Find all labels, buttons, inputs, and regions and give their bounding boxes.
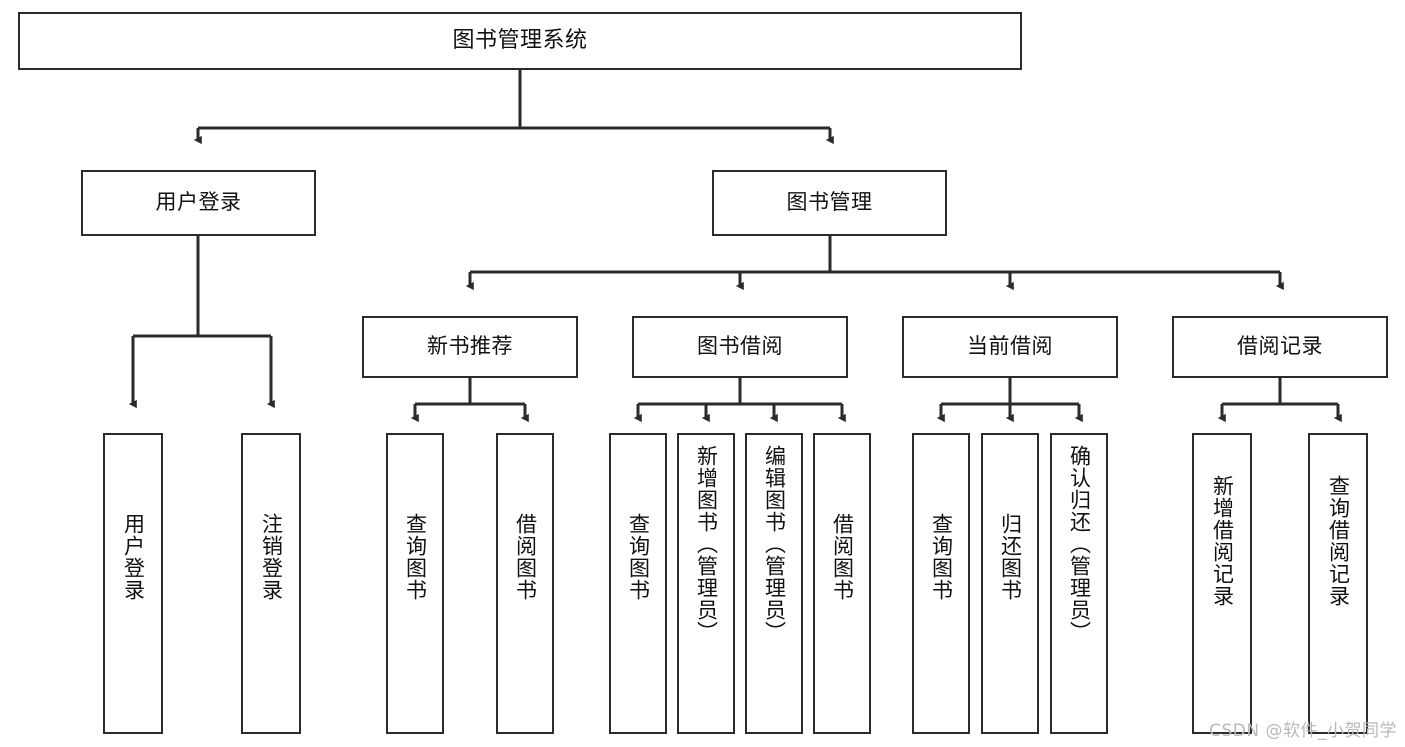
node-book-borrow-label: 图书借阅 [697, 334, 783, 359]
leaf-query-book-3-label: 查询图书 [929, 513, 954, 601]
node-book-borrow[interactable]: 图书借阅 [632, 316, 848, 378]
leaf-add-record-label: 新增借阅记录 [1210, 475, 1235, 607]
leaf-borrow-book-1-label: 借阅图书 [513, 513, 538, 601]
leaf-borrow-book-2-label: 借阅图书 [830, 513, 855, 601]
leaf-query-book-2[interactable]: 查询图书 [609, 433, 667, 734]
node-new-book-recommend[interactable]: 新书推荐 [362, 316, 578, 378]
leaf-user-login[interactable]: 用户登录 [103, 433, 163, 734]
leaf-add-record[interactable]: 新增借阅记录 [1192, 433, 1252, 734]
leaf-borrow-book-2[interactable]: 借阅图书 [813, 433, 871, 734]
leaf-confirm-return[interactable]: 确认归还（管理员） [1050, 433, 1108, 734]
node-current-borrow-label: 当前借阅 [967, 334, 1053, 359]
leaf-borrow-book-1[interactable]: 借阅图书 [496, 433, 554, 734]
node-user-login[interactable]: 用户登录 [81, 170, 316, 236]
node-current-borrow[interactable]: 当前借阅 [902, 316, 1118, 378]
node-new-book-recommend-label: 新书推荐 [427, 334, 513, 359]
leaf-query-record[interactable]: 查询借阅记录 [1308, 433, 1368, 734]
leaf-query-record-label: 查询借阅记录 [1326, 475, 1351, 607]
node-root[interactable]: 图书管理系统 [18, 12, 1022, 70]
leaf-user-login-label: 用户登录 [121, 513, 146, 601]
leaf-add-book[interactable]: 新增图书（管理员） [677, 433, 735, 734]
leaf-logout-login[interactable]: 注销登录 [241, 433, 301, 734]
node-borrow-record-label: 借阅记录 [1237, 334, 1323, 359]
leaf-query-book-1[interactable]: 查询图书 [386, 433, 444, 734]
node-user-login-label: 用户登录 [155, 190, 242, 215]
node-borrow-record[interactable]: 借阅记录 [1172, 316, 1388, 378]
leaf-query-book-1-label: 查询图书 [403, 513, 428, 601]
leaf-return-book-label: 归还图书 [998, 513, 1023, 601]
leaf-logout-login-label: 注销登录 [259, 513, 284, 601]
leaf-query-book-3[interactable]: 查询图书 [912, 433, 970, 734]
leaf-edit-book[interactable]: 编辑图书（管理员） [745, 433, 803, 734]
leaf-return-book[interactable]: 归还图书 [981, 433, 1039, 734]
node-book-management-label: 图书管理 [786, 190, 873, 215]
leaf-add-book-label: 新增图书（管理员） [694, 445, 719, 643]
leaf-edit-book-label: 编辑图书（管理员） [762, 445, 787, 643]
node-root-label: 图书管理系统 [452, 27, 588, 53]
node-book-management[interactable]: 图书管理 [712, 170, 947, 236]
leaf-query-book-2-label: 查询图书 [626, 513, 651, 601]
leaf-confirm-return-label: 确认归还（管理员） [1067, 445, 1092, 643]
